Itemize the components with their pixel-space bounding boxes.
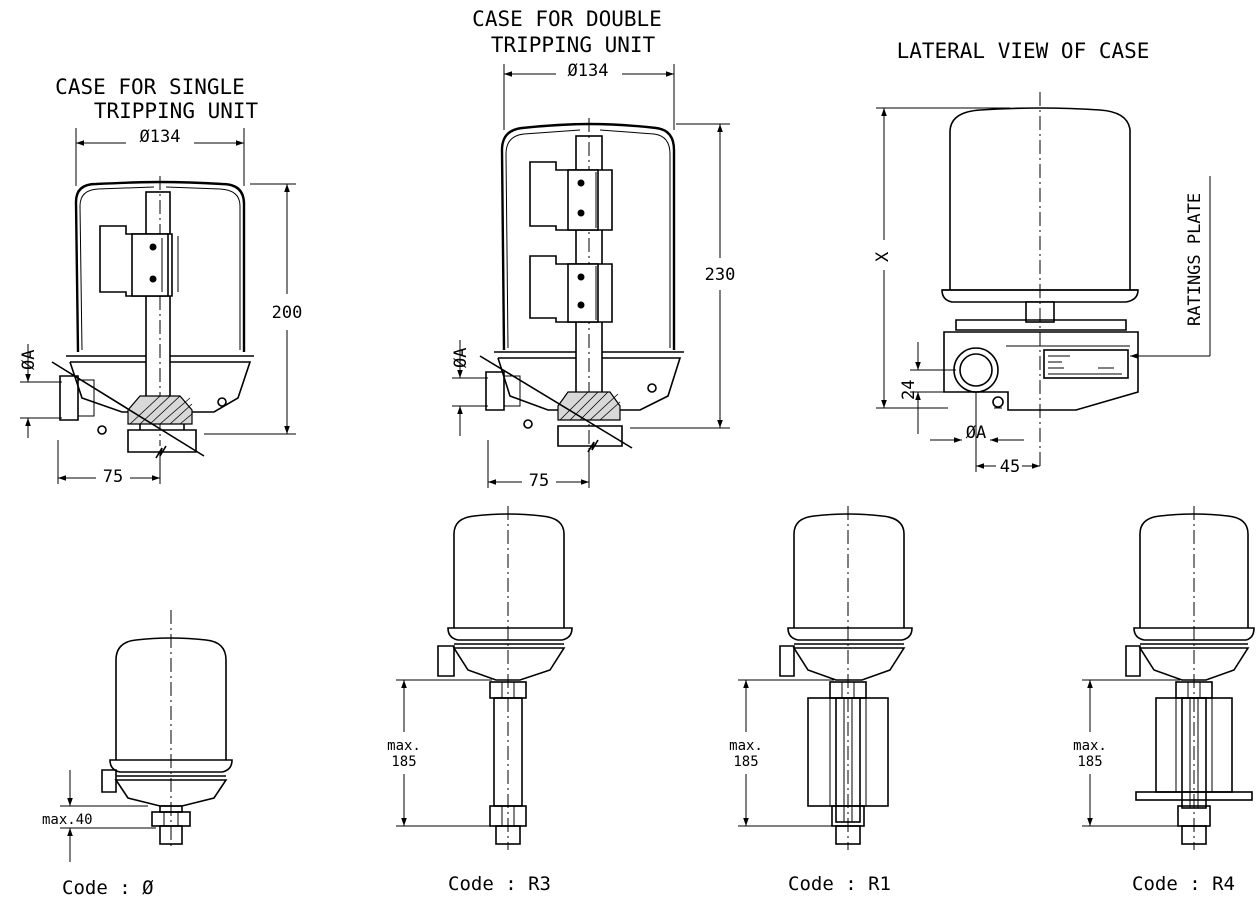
code-0-label: Code : Ø [62, 877, 154, 899]
dims-code-0: max.40 [42, 770, 156, 862]
variant-code-0 [101, 610, 233, 850]
dims-lateral: X 24 ØA 45 [873, 107, 1040, 477]
dim-lateral-phi-a: ØA [966, 423, 986, 443]
title-double-line2: TRIPPING UNIT [491, 33, 656, 57]
title-single: CASE FOR SINGLE TRIPPING UNIT [55, 75, 258, 123]
dim-r3-185: 185 [391, 754, 416, 770]
dim-single-phi-a: ØA [19, 350, 39, 370]
dim-double-diameter: Ø134 [568, 61, 609, 81]
dim-r1-max: max. [729, 738, 763, 754]
title-double: CASE FOR DOUBLE TRIPPING UNIT [472, 7, 662, 57]
title-single-line1: CASE FOR SINGLE [55, 75, 245, 99]
dim-lateral-45: 45 [1000, 457, 1020, 477]
dim-r3-max: max. [387, 738, 421, 754]
dim-single-offset: 75 [103, 467, 123, 487]
dim-single-height: 200 [272, 303, 303, 323]
hatch-double [559, 391, 621, 421]
title-double-line1: CASE FOR DOUBLE [472, 7, 662, 31]
dims-code-r1: max. 185 [729, 679, 834, 827]
dim-single-diameter: Ø134 [140, 127, 181, 147]
dim-r4-185: 185 [1077, 754, 1102, 770]
dim-lateral-x: X [873, 251, 893, 262]
dims-code-r3: max. 185 [387, 679, 492, 827]
dim-double-offset: 75 [529, 471, 549, 491]
ratings-plate-label: RATINGS PLATE [1185, 193, 1205, 326]
variant-code-r4 [1125, 506, 1255, 850]
dim-r4-max: max. [1073, 738, 1107, 754]
code-r4-label: Code : R4 [1132, 873, 1235, 895]
title-single-line2: TRIPPING UNIT [94, 99, 259, 123]
code-r3-label: Code : R3 [448, 873, 551, 895]
view-lateral: RATINGS PLATE [941, 92, 1211, 470]
dims-double: Ø134 230 75 ØA [451, 61, 735, 491]
dim-double-phi-a: ØA [451, 348, 471, 368]
code-r1-label: Code : R1 [788, 873, 891, 895]
dim-double-height: 230 [705, 265, 736, 285]
view-double-tripping-unit [479, 118, 684, 453]
view-single-tripping-unit [51, 176, 254, 459]
dim-code-0-max40: max.40 [42, 812, 93, 828]
dims-single: Ø134 200 75 ØA [19, 127, 302, 487]
title-lateral: LATERAL VIEW OF CASE [897, 39, 1150, 63]
dim-r1-185: 185 [733, 754, 758, 770]
variant-code-r1 [779, 506, 913, 850]
hatch-single [129, 395, 193, 425]
dims-code-r4: max. 185 [1073, 679, 1180, 827]
variant-code-r3 [437, 506, 573, 850]
dim-lateral-24: 24 [899, 380, 919, 400]
